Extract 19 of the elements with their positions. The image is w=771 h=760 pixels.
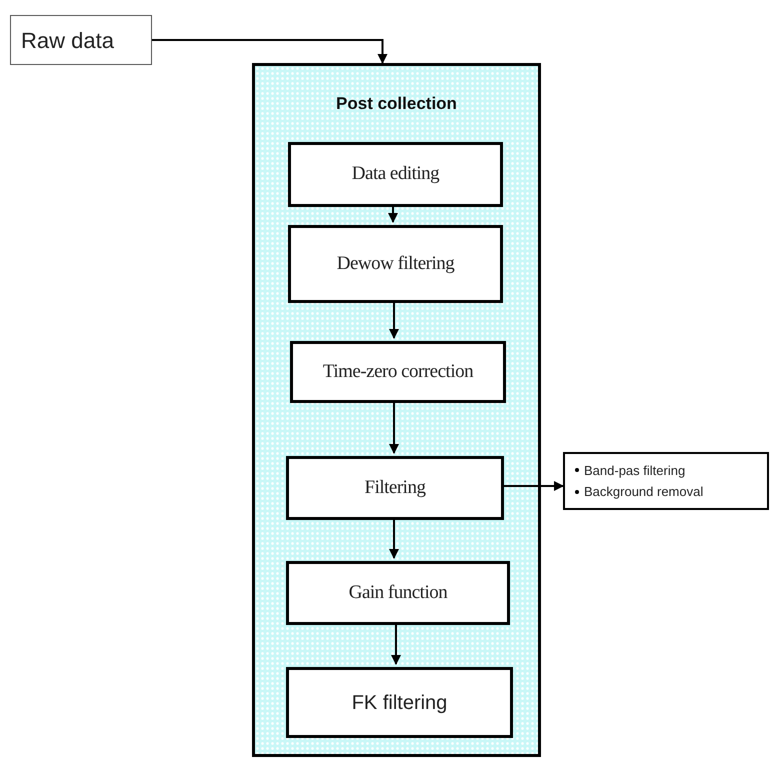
arrow — [391, 622, 401, 665]
group-panel — [252, 63, 541, 757]
arrow — [501, 481, 564, 491]
process-box: Time-zero correction — [290, 341, 506, 403]
arrow — [389, 517, 399, 559]
group-heading: Post collection — [335, 93, 458, 115]
note-box — [563, 452, 769, 510]
process-box: FK filtering — [286, 667, 513, 738]
process-box: Gain function — [286, 561, 510, 625]
input-box: Raw data — [10, 15, 152, 65]
list-item: Background removal — [584, 483, 704, 501]
process-box: Dewow filtering — [288, 225, 503, 303]
process-box: Data editing — [288, 142, 503, 207]
arrow — [152, 39, 388, 64]
process-box: Filtering — [286, 456, 504, 520]
arrow — [389, 300, 399, 339]
arrow — [388, 204, 398, 223]
arrow — [389, 400, 399, 454]
list-item: Band-pas filtering — [584, 462, 686, 480]
